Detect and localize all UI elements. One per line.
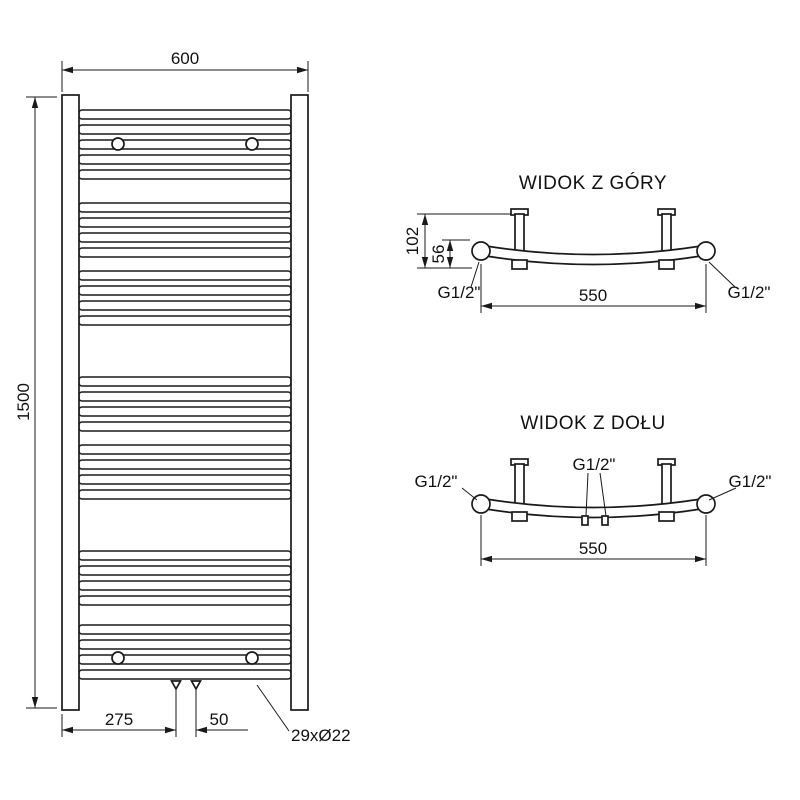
- center-connection-left: [581, 515, 589, 526]
- radiator-tube: [78, 421, 292, 432]
- bracket-foot-left: [511, 511, 528, 522]
- dimension-arrowhead: [297, 66, 308, 74]
- radiator-tube: [78, 391, 292, 402]
- radiator-tubes: [78, 109, 292, 680]
- thread-label-top-right: G1/2": [728, 283, 771, 302]
- radiator-tube: [78, 247, 292, 258]
- dimension-arrowhead: [62, 726, 73, 734]
- collector-end-right: [696, 241, 716, 261]
- radiator-tube: [78, 202, 292, 213]
- dimension-arrowhead: [481, 555, 492, 563]
- radiator-tube: [78, 169, 292, 180]
- bracket-foot-right: [658, 259, 675, 270]
- top-view-title: WIDOK Z GÓRY: [519, 172, 667, 194]
- radiator-tube: [78, 639, 292, 650]
- mounting-hole-top-left: [111, 137, 125, 151]
- dim-pipe-spacing-label: 50: [210, 710, 229, 729]
- radiator-tube: [78, 217, 292, 228]
- wall-bracket-left: [514, 213, 525, 252]
- radiator-tube: [78, 669, 292, 680]
- radiator-tube: [78, 315, 292, 326]
- dimension-arrowhead: [62, 66, 73, 74]
- collector-end-right: [696, 494, 716, 514]
- radiator-tube: [78, 654, 292, 665]
- collector-end-left: [471, 241, 491, 261]
- wall-bracket-right: [661, 213, 672, 252]
- radiator-tube: [78, 270, 292, 281]
- radiator-tube: [78, 232, 292, 243]
- bottom-connection-left: [170, 680, 182, 691]
- dimension-lines: [26, 61, 737, 737]
- dimension-line: [708, 261, 736, 288]
- radiator-tube: [78, 550, 292, 561]
- mounting-hole-top-right: [245, 137, 259, 151]
- radiator-tube: [78, 474, 292, 485]
- radiator-tube: [78, 139, 292, 150]
- radiator-tube: [78, 109, 292, 120]
- bracket-foot-right: [658, 511, 675, 522]
- thread-label-top-left: G1/2": [438, 283, 481, 302]
- radiator-tube: [78, 300, 292, 311]
- radiator-tube: [78, 376, 292, 387]
- front-view: [61, 94, 309, 711]
- dimension-arrowhead: [31, 97, 39, 108]
- wall-bracket-left: [514, 463, 525, 505]
- dimension-arrowhead: [695, 302, 706, 310]
- left-collector-rail: [61, 94, 80, 711]
- dimension-arrowhead: [446, 240, 454, 251]
- dimension-line: [585, 472, 589, 517]
- dimension-arrowhead: [196, 726, 207, 734]
- dimension-arrowhead: [446, 257, 454, 268]
- wall-bracket-right: [661, 463, 672, 505]
- dimension-arrows: [31, 66, 706, 734]
- radiator-tube: [78, 444, 292, 455]
- dimension-arrowhead: [421, 214, 429, 225]
- radiator-tube: [78, 595, 292, 606]
- dimension-line: [599, 472, 607, 517]
- radiator-tube: [78, 565, 292, 576]
- dimension-line: [708, 487, 737, 501]
- labels: 600 1500 275 50 29xØ22 WIDOK Z GÓRY 102 …: [14, 49, 771, 745]
- radiator-tube: [78, 624, 292, 635]
- right-collector-rail: [290, 94, 309, 711]
- radiator-tube: [78, 124, 292, 135]
- thread-label-bottom-right: G1/2": [729, 472, 772, 491]
- dimension-line: [256, 684, 290, 732]
- top-view: [471, 208, 716, 270]
- dim-width-label: 600: [171, 49, 199, 68]
- thread-label-bottom-left: G1/2": [415, 472, 458, 491]
- dim-span-bottom-label: 550: [579, 539, 607, 558]
- mounting-hole-bottom-right: [245, 651, 259, 665]
- dim-span-top-label: 550: [579, 286, 607, 305]
- radiator-tube: [78, 489, 292, 500]
- radiator-tube: [78, 459, 292, 470]
- dimension-line: [470, 261, 480, 288]
- dim-offset-label: 275: [105, 710, 133, 729]
- dimension-arrowhead: [481, 302, 492, 310]
- thread-label-bottom-center: G1/2": [573, 455, 616, 474]
- dimension-arrowhead: [165, 726, 176, 734]
- radiator-tube: [78, 285, 292, 296]
- tube-spec-label: 29xØ22: [291, 726, 351, 745]
- dim-height-label: 1500: [14, 383, 33, 421]
- dimension-arrowhead: [31, 697, 39, 708]
- radiator-tube: [78, 406, 292, 417]
- bottom-connection-right: [190, 680, 202, 691]
- bracket-foot-left: [511, 259, 528, 270]
- dim-depth-tube-label: 56: [429, 245, 448, 264]
- radiator-tube: [78, 580, 292, 591]
- center-connection-right: [601, 515, 609, 526]
- dimension-arrowhead: [421, 257, 429, 268]
- dimension-arrowhead: [695, 555, 706, 563]
- radiator-tube: [78, 154, 292, 165]
- dim-depth-total-label: 102: [403, 227, 422, 255]
- dimension-line: [461, 487, 478, 501]
- bottom-view-title: WIDOK Z DOŁU: [520, 413, 665, 434]
- mounting-hole-bottom-left: [111, 651, 125, 665]
